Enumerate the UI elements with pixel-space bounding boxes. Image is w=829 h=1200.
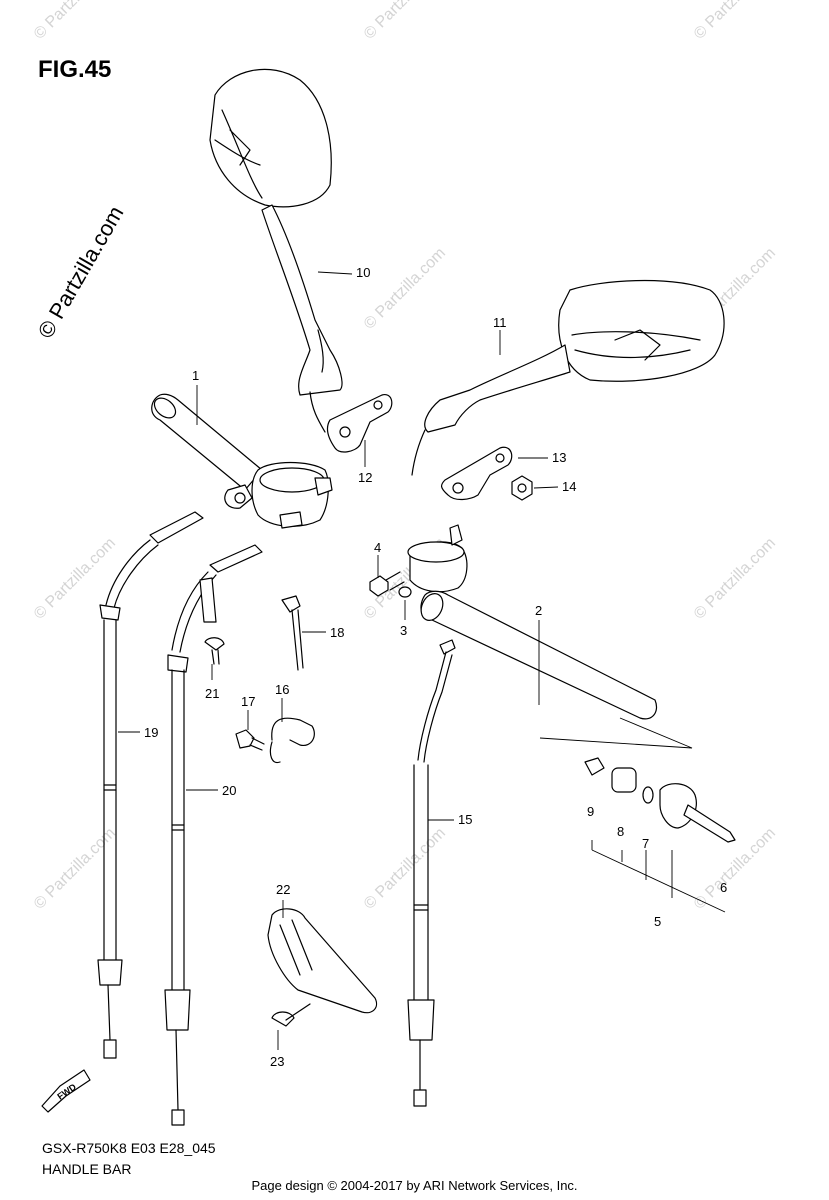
guide-screw	[271, 1003, 311, 1027]
part-label-17: 17	[241, 694, 255, 709]
bracket-bolt	[235, 729, 265, 751]
left-mirror	[209, 68, 343, 433]
watermark: © Partzilla.com	[691, 535, 779, 623]
part-label-4: 4	[374, 540, 381, 555]
forward-arrow-icon: FWD	[41, 1069, 91, 1113]
left-handlebar	[151, 393, 333, 529]
part-label-5: 5	[654, 914, 661, 929]
part-label-19: 19	[144, 725, 158, 740]
watermark: © Partzilla.com	[361, 0, 449, 43]
part-label-13: 13	[552, 450, 566, 465]
part-label-23: 23	[270, 1054, 284, 1069]
model-code: GSX-R750K8 E03 E28_045	[42, 1140, 216, 1156]
part-label-2: 2	[535, 603, 542, 618]
throttle-cable-1	[97, 511, 204, 1059]
part-number-labels: 1 2 3 4 5 6 7 8 9 10 11 12 13 14 15 16 1…	[144, 265, 727, 1069]
watermark: © Partzilla.com	[361, 825, 449, 913]
part-label-15: 15	[458, 812, 472, 827]
bar-end-weight-set	[539, 717, 736, 913]
clamp-bolt	[369, 571, 405, 597]
cable-guide	[267, 908, 378, 1014]
watermark: © Partzilla.com	[31, 825, 119, 913]
part-label-3: 3	[400, 623, 407, 638]
copyright-watermark: © Partzilla.com	[33, 202, 129, 343]
part-label-20: 20	[222, 783, 236, 798]
background-watermarks: © Partzilla.com © Partzilla.com © Partzi…	[31, 0, 779, 913]
watermark: © Partzilla.com	[361, 245, 449, 333]
right-mirror	[411, 279, 725, 476]
part-label-18: 18	[330, 625, 344, 640]
cable-clip	[269, 717, 315, 764]
washer	[398, 586, 412, 598]
throttle-cable-2	[164, 544, 263, 1126]
part-label-6: 6	[720, 880, 727, 895]
nut	[511, 475, 533, 501]
part-label-10: 10	[356, 265, 370, 280]
part-label-8: 8	[617, 824, 624, 839]
part-label-22: 22	[276, 882, 290, 897]
clutch-cable	[407, 639, 456, 1107]
leader-lines	[118, 271, 559, 1050]
watermark: © Partzilla.com	[691, 0, 779, 43]
right-cable-bracket	[441, 446, 513, 501]
part-label-7: 7	[642, 836, 649, 851]
page-footer: Page design © 2004-2017 by ARI Network S…	[251, 1178, 578, 1193]
watermark: © Partzilla.com	[31, 0, 119, 43]
part-label-12: 12	[358, 470, 372, 485]
figure-title: FIG.45	[38, 56, 112, 83]
part-label-11: 11	[493, 315, 507, 330]
clamp-pin	[281, 595, 304, 671]
part-label-21: 21	[205, 686, 219, 701]
section-name: HANDLE BAR	[42, 1161, 132, 1177]
screw	[204, 637, 225, 665]
left-cable-bracket	[326, 393, 393, 453]
right-handlebar	[407, 524, 658, 720]
part-label-9: 9	[587, 804, 594, 819]
part-label-14: 14	[562, 479, 576, 494]
part-label-1: 1	[192, 368, 199, 383]
part-label-16: 16	[275, 682, 289, 697]
watermark: © Partzilla.com	[691, 825, 779, 913]
